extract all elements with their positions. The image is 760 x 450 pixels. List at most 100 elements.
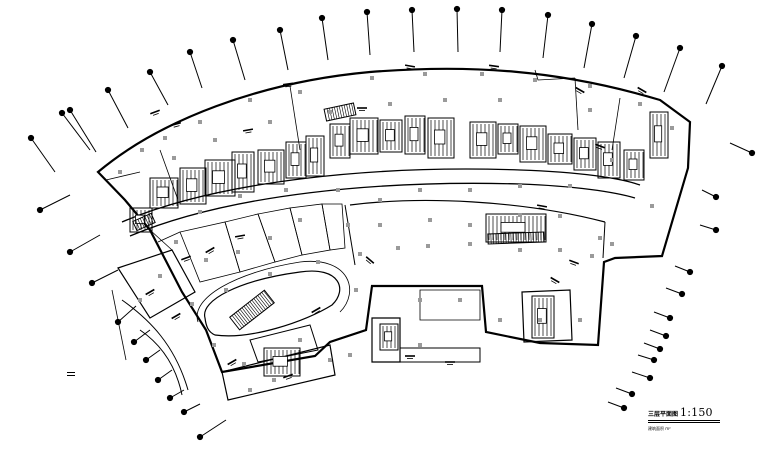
column (468, 188, 472, 192)
axis-bubble (748, 149, 756, 157)
annotation-dash (242, 128, 254, 132)
axis-bubble (676, 44, 684, 52)
core-room (237, 163, 247, 179)
core-block (427, 117, 455, 159)
axis-bubble (662, 332, 670, 340)
annotation-dash (283, 373, 293, 379)
escalator-step (135, 220, 140, 230)
core-block (469, 121, 497, 159)
annotation-dash (145, 288, 155, 296)
column (568, 184, 572, 188)
core-outline (573, 137, 597, 171)
column (248, 98, 252, 102)
escalator-step (334, 107, 338, 119)
annotation-dash (550, 276, 560, 284)
column (498, 98, 502, 102)
annotation-mark (488, 64, 500, 70)
column (268, 236, 272, 240)
annotation-dash (488, 64, 500, 68)
axis-line (631, 371, 651, 379)
escalator-step (235, 312, 247, 326)
axis-bubble (544, 11, 552, 19)
axis-bubble (88, 279, 96, 287)
shop-partitions (149, 203, 346, 283)
column (670, 126, 674, 130)
axis-line (623, 35, 637, 79)
annotation-dash (575, 90, 582, 95)
column (174, 240, 178, 244)
core-block (573, 137, 597, 171)
axis-line (411, 9, 415, 53)
annotation-dash (152, 112, 159, 116)
escalator (132, 212, 156, 232)
escalator-step (144, 216, 150, 226)
axis-bubble (276, 26, 284, 34)
axis-bubble (498, 6, 506, 14)
core-room (310, 147, 319, 163)
annotation-dash (596, 146, 603, 150)
axis-bubble (318, 14, 326, 22)
core-room (385, 129, 395, 142)
escalator-step (239, 309, 251, 323)
annotation-mark (150, 109, 160, 116)
column (638, 102, 642, 106)
column (298, 218, 302, 222)
column (204, 258, 208, 262)
annotation-dash (245, 131, 252, 134)
axis-bubble (66, 248, 74, 256)
escalator-step (249, 301, 260, 315)
annotation-dash (227, 358, 237, 366)
annotation-dash (148, 292, 155, 297)
annotation-mark (550, 276, 560, 285)
core-outline (349, 117, 379, 155)
core-block (379, 323, 399, 351)
drawing-title-block: 三层平面图 1:150 建筑面积 m² (648, 406, 744, 432)
column (298, 90, 302, 94)
column (242, 362, 246, 366)
axis-bubble (166, 394, 174, 402)
annotation-dash (230, 362, 237, 367)
escalator-step (351, 103, 355, 116)
core-room (356, 128, 369, 142)
column (396, 246, 400, 250)
core-block (349, 117, 379, 155)
column (358, 252, 362, 256)
axis-bubble (27, 134, 35, 142)
core-block (531, 295, 555, 339)
column (328, 110, 332, 114)
axis-bubble (650, 356, 658, 364)
column (388, 102, 392, 106)
escalator-step (142, 217, 147, 227)
axis-line (91, 269, 119, 284)
column (518, 248, 522, 252)
escalator-outline (132, 212, 156, 232)
core-room (272, 355, 288, 367)
core-room (526, 136, 538, 150)
core-block (649, 111, 669, 159)
core-block (379, 119, 403, 153)
axis-line (133, 329, 151, 343)
annotation-dash (637, 90, 644, 95)
annotation-mark (242, 128, 254, 134)
core-block (263, 347, 301, 377)
column (538, 318, 542, 322)
column (268, 120, 272, 124)
column (370, 76, 374, 80)
core-outline (404, 115, 426, 155)
core-block (404, 115, 426, 155)
annotation-dash (406, 67, 413, 70)
axis-bubble (632, 32, 640, 40)
annotation-dash (404, 64, 416, 68)
axis-line (729, 142, 753, 154)
axis-line (663, 47, 681, 93)
escalator-step (231, 315, 243, 329)
annotation-mark (357, 107, 367, 111)
column (284, 188, 288, 192)
drawing-title: 三层平面图 (648, 411, 679, 418)
annotation-mark (311, 306, 321, 315)
core-room (156, 186, 169, 198)
escalator-step (247, 302, 258, 316)
escalator-step (255, 296, 266, 310)
core-outline (497, 123, 519, 155)
annotation-dash (285, 85, 292, 88)
